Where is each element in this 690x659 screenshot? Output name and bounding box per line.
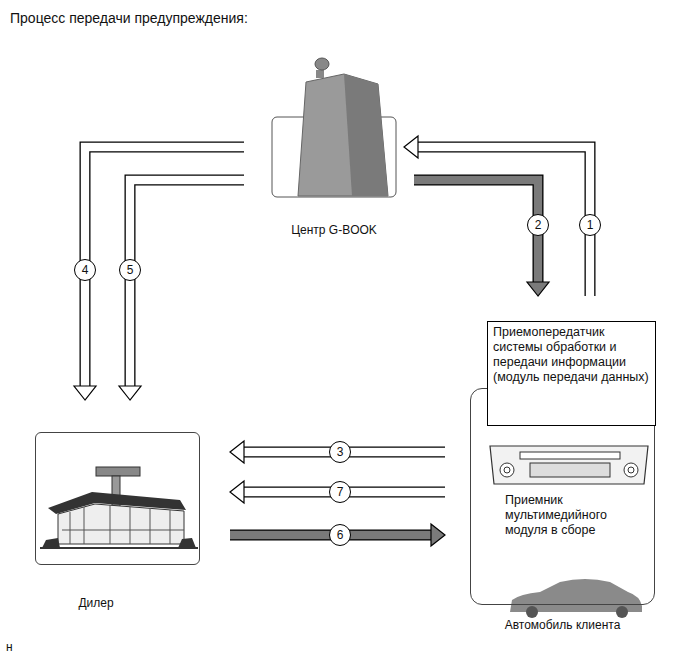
arrow-head [527,282,549,296]
flow-arrow [230,481,445,503]
callout-number: 3 [329,441,351,463]
antenna-mast [316,70,324,78]
receiver-display [530,463,610,477]
receiver-knobs [500,463,638,477]
vehicle-area: Автомобиль клиентаПриемопередатчик систе… [470,388,655,605]
node-text: Приемник мультимедийного модуля в сборе [505,493,645,538]
car-wheel [616,606,628,618]
arrow-head [230,441,244,463]
callout-number: 5 [119,259,141,281]
arrow-head [74,386,96,400]
node-text: Автомобиль клиента [471,618,654,632]
arrow-body [414,180,538,283]
diagram-title: Процесс передачи предупреждения: [10,10,248,26]
flow-arrow [404,136,590,296]
arrow-outline [130,180,244,387]
dealer-bush [178,538,196,548]
flow-arrow [74,147,244,400]
arrow-head [404,136,418,158]
dealer-bush [42,538,60,548]
dealer-sign [96,467,140,476]
receiver-label: Приемник мультимедийного модуля в сборе [505,493,645,538]
arrow-body [85,147,244,387]
arrow-outline [417,147,590,296]
dealer-windows [62,505,184,544]
receiver-body [490,446,648,484]
note-mark: н [6,640,13,654]
callout-number: 1 [579,214,601,236]
arrow-body [417,147,590,296]
receiver-slot [520,452,620,459]
dealer-ground [40,547,198,549]
flow-arrow [230,524,445,546]
callout-number: 7 [329,481,351,503]
car-wheel [526,606,538,618]
arrow-head [431,524,445,546]
arrow-body [130,180,244,387]
flow-arrow [119,180,244,400]
antenna-dish [315,58,329,70]
arrow-head [119,386,141,400]
dealer-box: Дилер [35,432,200,565]
arrow-head [230,481,244,503]
node-text: Приемопередатчик системы обработки и пер… [493,325,650,385]
center-building-side [344,74,388,196]
node-text: Дилер [36,596,156,610]
center-building [298,74,388,196]
callout-number: 6 [329,524,351,546]
node-text: Центр G-BOOK [252,223,416,237]
arrow-outline [414,180,538,283]
module-box: Приемопередатчик системы обработки и пер… [487,321,656,426]
callout-number: 2 [527,214,549,236]
flow-arrow [414,180,549,296]
arrow-outline [85,147,244,387]
callout-number: 4 [74,259,96,281]
dealer-wall [58,504,184,544]
flow-arrow [230,441,445,463]
server-center: Центр G-BOOK [272,62,396,217]
